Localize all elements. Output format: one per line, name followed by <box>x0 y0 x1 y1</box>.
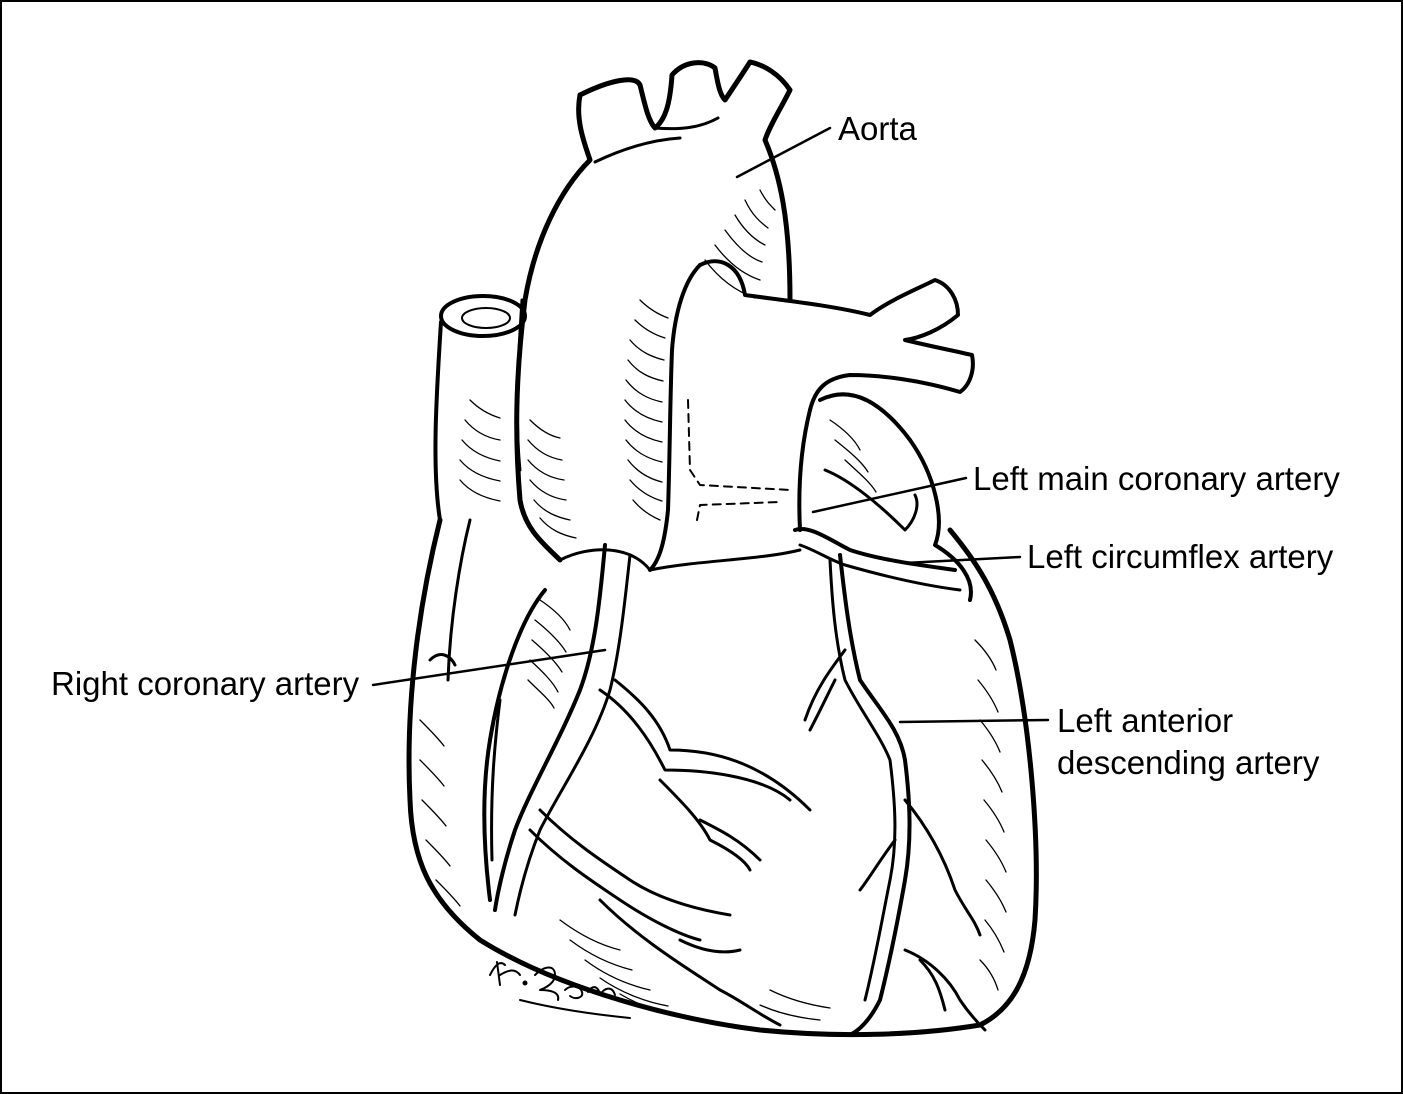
right-coronary-leader <box>371 648 607 687</box>
aorta-shape <box>514 59 793 563</box>
right-coronary-artery <box>493 543 812 1027</box>
artist-signature <box>489 961 631 1019</box>
heart-outline <box>406 517 1039 1038</box>
leader-lines <box>371 126 1050 724</box>
lad-label-line-1: Left anterior <box>1057 702 1234 739</box>
lad-leader <box>898 718 1050 724</box>
left-anterior-descending-artery-label: Left anterior descending artery <box>1057 700 1319 784</box>
left-coronary-system <box>793 527 987 1037</box>
shading-hatching <box>419 189 1007 1021</box>
left-circumflex-leader <box>903 555 1022 565</box>
left-main-coronary-artery-label: Left main coronary artery <box>973 460 1340 497</box>
aorta-label: Aorta <box>838 110 917 147</box>
pulmonary-trunk <box>648 259 975 572</box>
lad-label-line-2: descending artery <box>1057 744 1320 781</box>
left-main-leader <box>811 476 968 514</box>
left-circumflex-artery-label: Left circumflex artery <box>1027 538 1334 575</box>
right-coronary-artery-label: Right coronary artery <box>51 665 360 702</box>
aorta-leader <box>735 126 832 179</box>
